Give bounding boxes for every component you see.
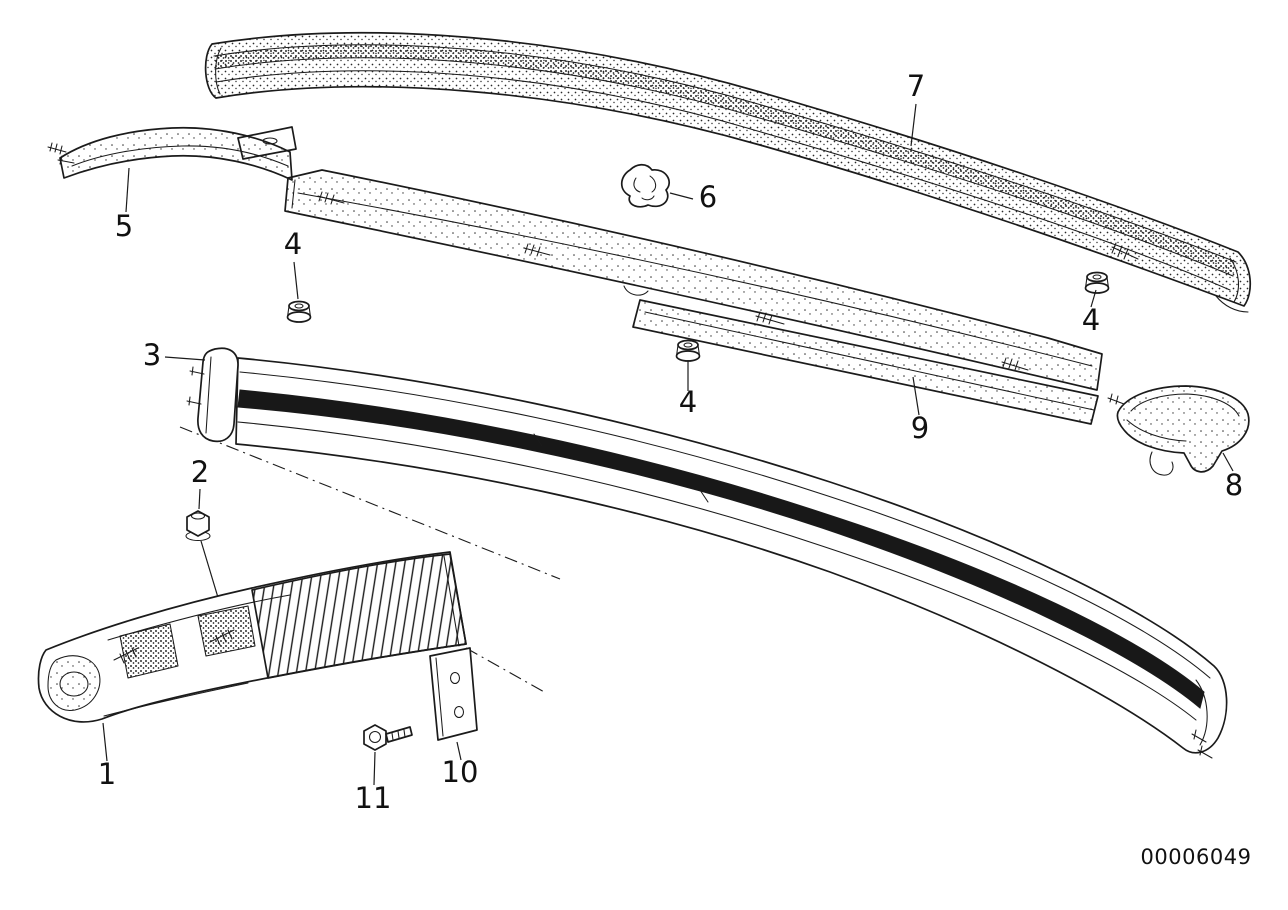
callout-4-middle[interactable]: 4 (679, 385, 697, 419)
callout-4-upper-left[interactable]: 4 (284, 227, 302, 261)
screw-icon (186, 366, 1213, 759)
callout-leaders (102, 103, 1234, 786)
screw-icon (317, 191, 1029, 371)
part-6-clip (620, 163, 671, 208)
part-1-corner-piece (37, 551, 467, 723)
callout-9[interactable]: 9 (911, 411, 929, 445)
construction-lines (179, 426, 561, 694)
part-4-grommet-upper-left (286, 300, 312, 323)
drawing-number: 00006049 (1141, 845, 1252, 869)
part-7-bumper-bar-top (204, 31, 1252, 313)
callout-8[interactable]: 8 (1225, 468, 1243, 502)
callout-3[interactable]: 3 (143, 338, 161, 372)
callout-11[interactable]: 11 (355, 781, 392, 815)
part-5-bracket-left (47, 126, 297, 181)
part-3-bumper-bar-centre (186, 347, 1228, 759)
callout-6[interactable]: 6 (699, 180, 717, 214)
screw-icon (1107, 393, 1125, 405)
callout-2[interactable]: 2 (191, 455, 209, 489)
callout-7[interactable]: 7 (907, 69, 925, 103)
part-9-reinforcement-strip (284, 169, 1103, 425)
stud-icon (113, 629, 235, 664)
part-4-grommet-right (1084, 271, 1110, 294)
part-4-grommet-middle (675, 339, 701, 362)
callouts: 7 5 6 4 4 4 3 9 8 2 1 10 11 (98, 69, 1243, 815)
callout-4-right[interactable]: 4 (1082, 303, 1100, 337)
callout-1[interactable]: 1 (98, 757, 116, 791)
part-11-bolt (363, 724, 413, 751)
callout-5[interactable]: 5 (115, 209, 133, 243)
screw-icon (47, 142, 75, 165)
screw-icon (1111, 242, 1139, 260)
part-8-bracket-right (1107, 385, 1250, 476)
callout-10[interactable]: 10 (442, 755, 479, 789)
part-10-plate (429, 647, 478, 741)
